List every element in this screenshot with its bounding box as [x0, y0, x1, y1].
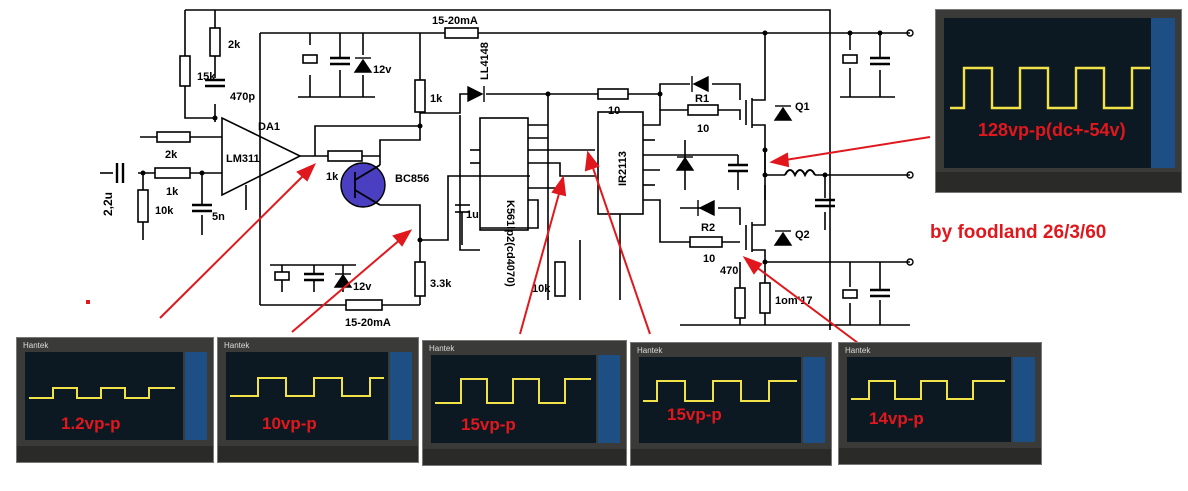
- label-r-470: 470: [720, 265, 738, 277]
- label-current-top: 15-20mA: [432, 15, 478, 27]
- label-c-1u: 1u: [466, 209, 479, 221]
- scope-controls: [423, 449, 626, 465]
- scope-menu-panel: [1013, 357, 1035, 442]
- label-driver-ic: IR2113: [617, 151, 629, 186]
- label-r-10-r2: 10: [703, 253, 715, 265]
- label-c-2u2: 2,2u: [101, 192, 115, 216]
- scope-menu-panel: [185, 352, 207, 440]
- label-zener-bot: 12v: [353, 281, 372, 293]
- label-c-5n: 5n: [212, 211, 225, 223]
- scope-brand: Hantek: [845, 346, 871, 355]
- scope-thumbnail: Hantek 15vp-p: [630, 342, 832, 466]
- components: [137, 27, 858, 319]
- scope-screen: [639, 357, 801, 443]
- label-r2: R2: [701, 222, 715, 234]
- label-r-1k-a: 1k: [430, 93, 443, 105]
- label-transistor: BC856: [395, 173, 429, 185]
- scope-controls: [218, 446, 418, 462]
- label-r-10-r1: 10: [697, 123, 709, 135]
- scope-controls: [936, 172, 1181, 192]
- label-r-3k3: 3.3k: [430, 278, 452, 290]
- scope-trace: [435, 378, 591, 404]
- label-r-1k-base: 1k: [326, 171, 339, 183]
- label-zener-top: 12v: [373, 64, 392, 76]
- scope-thumbnail: Hantek 1.2vp-p: [16, 337, 214, 463]
- scope-controls: [631, 449, 831, 465]
- scope-thumbnail: Hantek 10vp-p: [217, 337, 419, 463]
- scope-brand: Hantek: [23, 341, 49, 350]
- scope-brand: Hantek: [224, 341, 250, 350]
- capacitor-plates: [115, 56, 890, 298]
- scope-brand: Hantek: [637, 346, 663, 355]
- scope-caption: 14vp-p: [869, 409, 924, 428]
- label-diode: LL4148: [479, 42, 491, 80]
- label-r1: R1: [695, 93, 709, 105]
- label-r-2k-top: 2k: [228, 39, 241, 51]
- label-r-1k-in: 1k: [166, 186, 179, 198]
- junction-dots: [140, 30, 883, 265]
- scope-trace: [29, 387, 175, 399]
- scope-brand: Hantek: [429, 344, 455, 353]
- labels: 2k 15k 470p DA1 LM311 2k 1k 2,2u 10k 5n …: [101, 15, 812, 329]
- label-c-470p: 470p: [230, 91, 255, 103]
- diodes: [333, 57, 793, 288]
- label-q1: Q1: [795, 101, 810, 113]
- scope-menu-panel: [390, 352, 412, 440]
- label-r-10k-in: 10k: [155, 205, 174, 217]
- scope-trace: [230, 377, 384, 397]
- scope-trace: [643, 380, 797, 402]
- scope-screen: [25, 352, 183, 440]
- scope-menu-panel: [1151, 18, 1175, 168]
- scope-caption: 1.2vp-p: [61, 414, 121, 433]
- scope-controls: [17, 446, 213, 462]
- label-r-15k: 15k: [197, 71, 216, 83]
- scope-trace: [950, 66, 1150, 110]
- author-credit: by foodland 26/3/60: [930, 222, 1107, 243]
- scope-controls: [839, 448, 1041, 464]
- label-r-2k-in: 2k: [165, 149, 178, 161]
- label-counter-ic: K561lp2(cd4070): [504, 200, 516, 287]
- scope-trace: [851, 380, 1005, 400]
- scope-thumbnail: Hantek 15vp-p: [422, 340, 627, 466]
- red-marker: [86, 300, 90, 304]
- label-comparator: LM311: [226, 153, 260, 165]
- label-r-10k-low: 10k: [532, 283, 551, 295]
- label-q2: Q2: [795, 229, 810, 241]
- inductor: [784, 169, 816, 178]
- scope-caption: 15vp-p: [667, 405, 722, 424]
- label-r-10-top: 10: [608, 105, 620, 117]
- scope-thumbnail-large: 128vp-p(dc+-54v): [935, 9, 1182, 193]
- measurement-arrows: [159, 136, 931, 353]
- scope-caption: 10vp-p: [262, 414, 317, 433]
- open-terminals: [906, 29, 914, 266]
- scope-screen: [847, 357, 1011, 442]
- label-r-1om17: 1om'17: [775, 295, 812, 307]
- label-current-bot: 15-20mA: [345, 317, 391, 329]
- scope-menu-panel: [803, 357, 825, 443]
- scope-caption: 128vp-p(dc+-54v): [978, 120, 1126, 140]
- scope-caption: 15vp-p: [461, 415, 516, 434]
- scope-menu-panel: [598, 355, 620, 443]
- label-comparator-ref: DA1: [258, 121, 280, 133]
- scope-thumbnail: Hantek 14vp-p: [838, 342, 1042, 465]
- transistor-body: [340, 162, 386, 208]
